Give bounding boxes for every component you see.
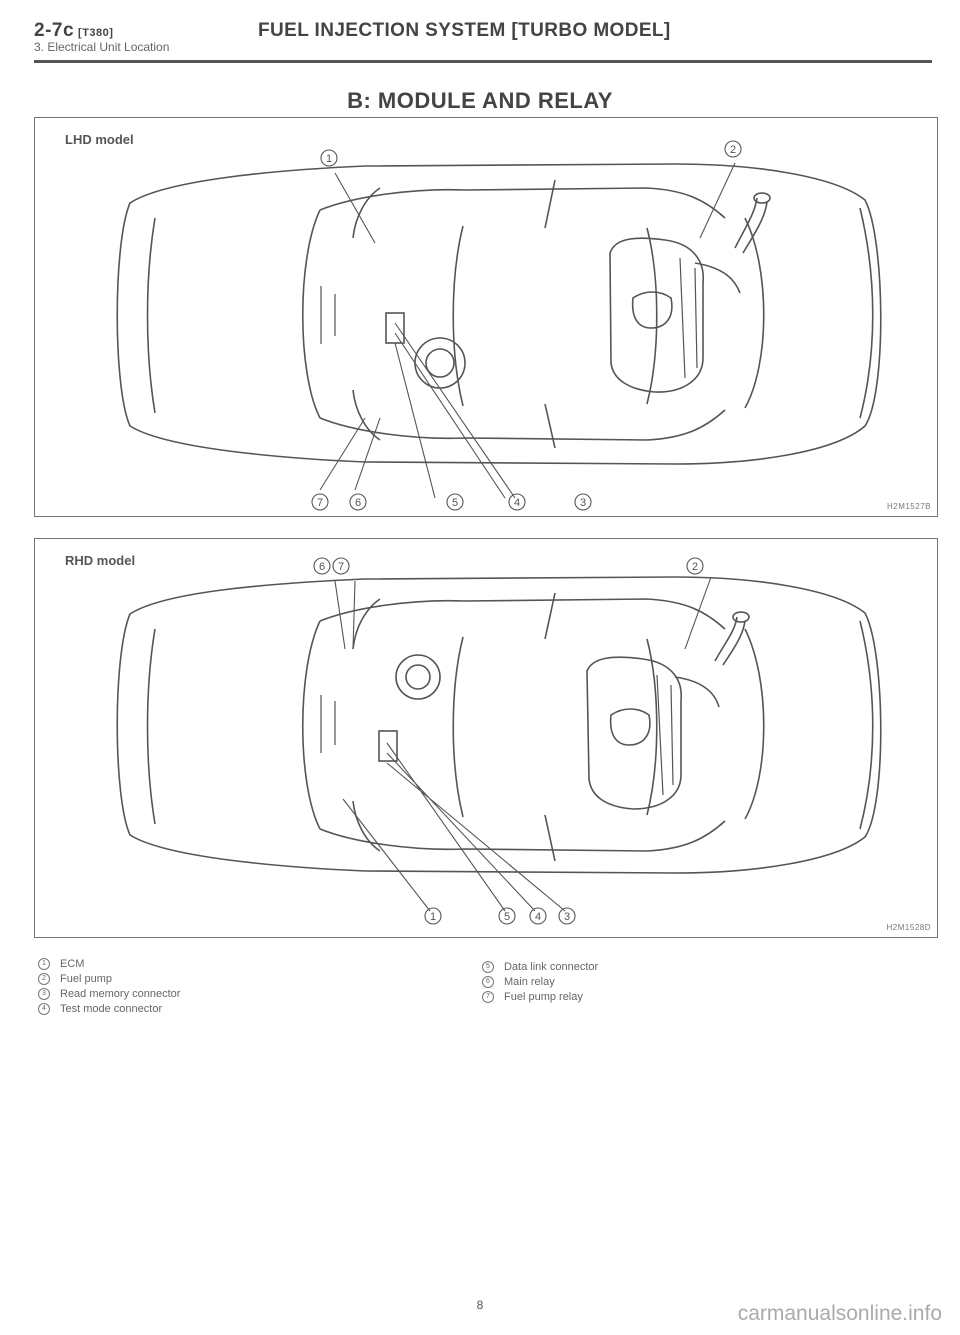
section-subtitle: 3. Electrical Unit Location [34,40,170,54]
rhd-model-label: RHD model [65,553,136,568]
car-body-outline [116,576,882,874]
callout-2: 2 [730,144,736,156]
ecm-and-connectors [319,162,736,499]
callout-4: 4 [535,911,541,923]
legend-number: 3 [38,987,50,1000]
callout-3: 3 [580,497,586,509]
legend-number: 6 [482,975,494,988]
callout-7: 7 [338,561,344,573]
fuel-pump-assembly [694,192,771,294]
fuel-tank-outline [586,656,683,810]
legend-item: 4 Test mode connector [38,1001,180,1016]
callout-5: 5 [452,497,458,509]
legend-left: 1 ECM 2 Fuel pump 3 Read memory connector 4… [38,956,180,1016]
lhd-diagram-panel: LHD model [34,117,938,517]
chapter-code: 2-7c[T380] [34,20,114,41]
legend-item: 6 Main relay [482,974,598,989]
legend-number: 2 [38,972,50,985]
legend-number: 1 [38,957,50,970]
callout-2: 2 [692,561,698,573]
callout-1: 1 [326,153,332,165]
callout-4: 4 [514,497,520,509]
figure-id: H2M1527B [886,502,931,511]
watermark: carmanualsonline.info [737,1302,942,1325]
callout-6: 6 [355,497,361,509]
legend-right: 5 Data link connector 6 Main relay 7 Fuel p… [482,959,598,1004]
callout-3: 3 [564,911,570,923]
car-body-outline [116,163,882,465]
fuel-pump-assembly [674,611,750,708]
legend-text: Main relay [504,975,555,988]
legend-text: Data link connector [504,960,599,973]
callout-1: 1 [430,911,436,923]
callout-7: 7 [317,497,323,509]
legend-number: 5 [482,960,494,973]
legend-item: 1 ECM [38,956,180,971]
legend-text: Test mode connector [60,1002,163,1015]
ecm-and-connectors [334,576,712,912]
legend-item: 2 Fuel pump [38,971,180,986]
legend-text: Fuel pump relay [504,990,583,1003]
rhd-car-diagram: 6 7 2 1 5 4 3 [116,557,882,925]
fuel-tank-outline [609,237,705,393]
legend-text: ECM [60,957,85,970]
lhd-car-diagram: 1 2 3 4 5 6 7 [116,140,882,511]
lhd-model-label: LHD model [65,132,134,147]
header-rule [34,60,932,63]
rhd-diagram-panel: RHD model [34,538,938,938]
page-number: 8 [476,1298,484,1312]
callout-5: 5 [504,911,510,923]
legend-text: Read memory connector [60,987,181,1000]
section-title: B: MODULE AND RELAY [347,88,613,113]
legend-item: 3 Read memory connector [38,986,180,1001]
legend-text: Fuel pump [60,972,112,985]
figure-id: H2M1528D [886,923,931,932]
page-title: FUEL INJECTION SYSTEM [TURBO MODEL] [258,20,671,41]
callout-6: 6 [319,561,325,573]
legend-number: 7 [482,990,494,1003]
legend-item: 7 Fuel pump relay [482,989,598,1004]
legend-item: 5 Data link connector [482,959,598,974]
legend-number: 4 [38,1002,50,1015]
